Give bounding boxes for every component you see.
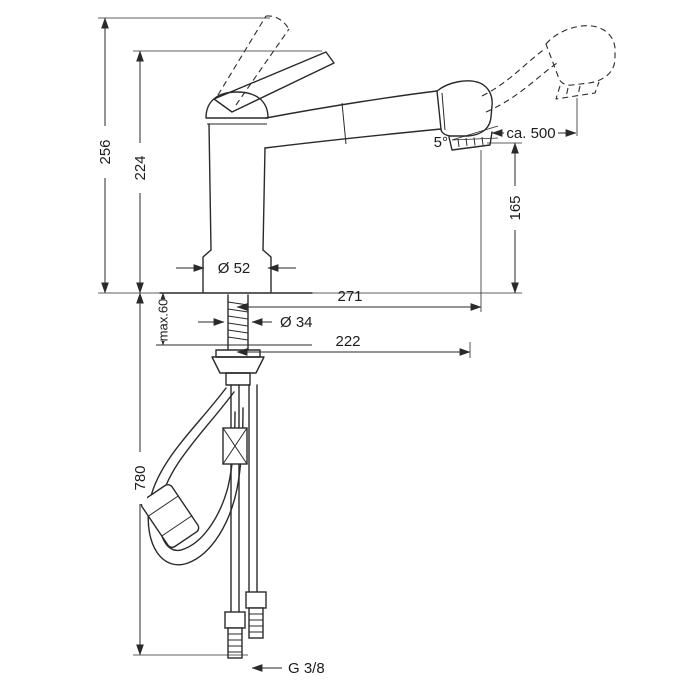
faucet-outline <box>140 51 493 659</box>
extension-lines <box>98 17 578 656</box>
dim-spout-angle-label: 5° <box>434 134 448 151</box>
dim-spout-projection-label: 271 <box>337 288 362 305</box>
handle-raised-phantom <box>217 15 290 106</box>
dimension-labels: 256 224 780 max.60 Ø 52 271 Ø 34 222 165… <box>97 125 556 677</box>
dim-supply-connection-label: G 3/8 <box>288 660 325 677</box>
dim-mounting-hole-diameter-label: Ø 34 <box>280 314 313 331</box>
dim-height-to-handle-label: 224 <box>132 155 149 180</box>
hose-weight <box>140 483 200 549</box>
dim-pullout-reach-label: ca. 500 <box>506 125 555 142</box>
dim-base-diameter-label: Ø 52 <box>218 260 251 277</box>
dim-total-height-label: 256 <box>97 139 114 164</box>
dimension-lines <box>101 17 577 672</box>
pullout-spray-phantom <box>481 25 616 113</box>
label-backgrounds <box>97 124 558 504</box>
dim-outlet-height-label: 165 <box>507 195 524 220</box>
dim-max-counter-thickness-label: max.60 <box>156 299 171 342</box>
dim-hose-length-label: 780 <box>132 465 149 490</box>
dim-outlet-projection-label: 222 <box>335 333 360 350</box>
